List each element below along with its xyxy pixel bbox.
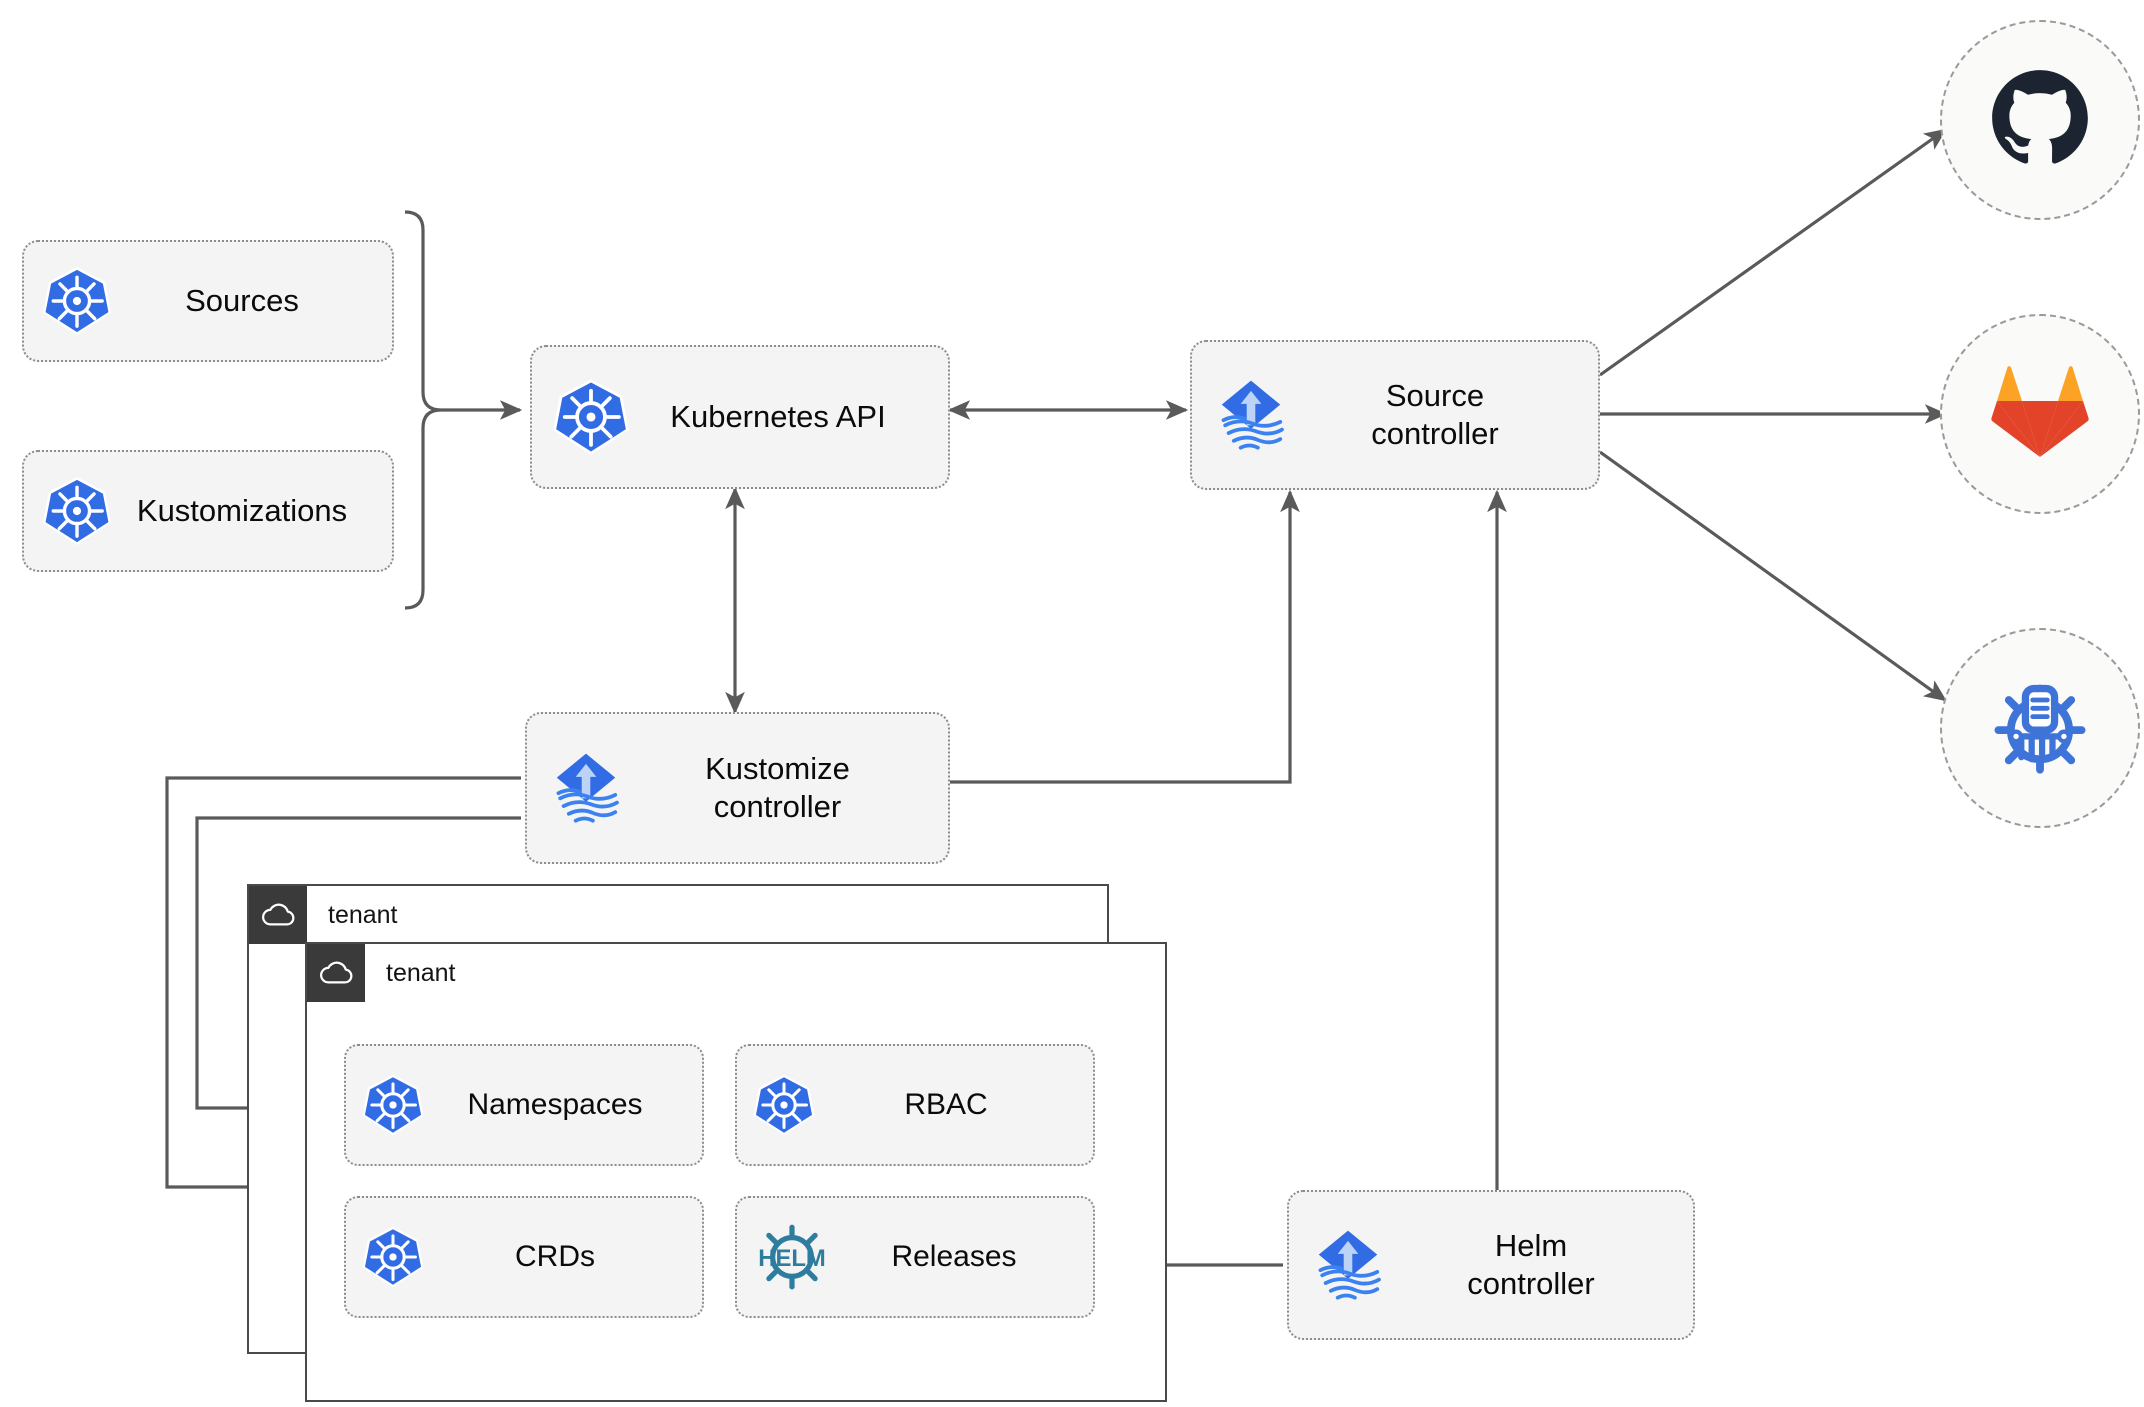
flux-icon <box>543 745 629 831</box>
cloud-icon <box>249 886 307 944</box>
resource-label: Releases <box>891 1240 1017 1273</box>
provider-gitlab[interactable] <box>1940 314 2140 514</box>
svg-text:HELM: HELM <box>758 1245 826 1272</box>
kubernetes-icon <box>550 376 632 458</box>
group-bracket <box>404 210 442 610</box>
resource-label: Namespaces <box>467 1088 643 1121</box>
resource-releases[interactable]: HELM Releases <box>735 1196 1095 1318</box>
node-kustomizations[interactable]: Kustomizations <box>22 450 394 572</box>
resource-label: CRDs <box>515 1240 595 1273</box>
node-helm-controller-label: Helm controller <box>1467 1228 1595 1301</box>
tenant-container-front[interactable]: tenant Namespaces <box>305 942 1167 1402</box>
edge-kustomize-to-tenant-back <box>165 776 521 1197</box>
kubernetes-icon <box>40 264 114 338</box>
tenant-header: tenant <box>307 944 456 1002</box>
edge-kustomize-to-source <box>950 489 1300 784</box>
node-source-controller-label: Source controller <box>1371 378 1499 451</box>
helm-icon: HELM <box>751 1222 833 1292</box>
helm-repository-icon <box>1988 674 2092 783</box>
resource-crds[interactable]: CRDs <box>344 1196 704 1318</box>
gitlab-icon <box>1990 364 2090 465</box>
node-sources[interactable]: Sources <box>22 240 394 362</box>
cloud-icon <box>307 944 365 1002</box>
provider-github[interactable] <box>1940 20 2140 220</box>
node-helm-controller[interactable]: Helm controller <box>1287 1190 1695 1340</box>
github-icon <box>1988 66 2092 175</box>
flux-icon <box>1305 1222 1391 1308</box>
edge-source-to-helm-repo <box>1599 450 1947 702</box>
node-source-controller[interactable]: Source controller <box>1190 340 1600 490</box>
flux-icon <box>1208 372 1294 458</box>
resource-namespaces[interactable]: Namespaces <box>344 1044 704 1166</box>
node-kustomize-controller-label: Kustomize controller <box>705 751 850 824</box>
node-sources-label: Sources <box>185 283 299 319</box>
tenant-label: tenant <box>386 958 456 987</box>
kubernetes-icon <box>360 1072 426 1138</box>
kubernetes-icon <box>40 474 114 548</box>
node-kubernetes-api[interactable]: Kubernetes API <box>530 345 950 489</box>
edge-source-to-github <box>1599 128 1947 377</box>
tenant-header: tenant <box>249 886 398 944</box>
provider-helm-repository[interactable] <box>1940 628 2140 828</box>
node-kubernetes-api-label: Kubernetes API <box>670 399 886 435</box>
resource-rbac[interactable]: RBAC <box>735 1044 1095 1166</box>
node-kustomizations-label: Kustomizations <box>136 493 348 529</box>
resource-label: RBAC <box>904 1088 988 1121</box>
tenant-label: tenant <box>328 900 398 929</box>
kubernetes-icon <box>751 1072 817 1138</box>
kubernetes-icon <box>360 1224 426 1290</box>
node-kustomize-controller[interactable]: Kustomize controller <box>525 712 950 864</box>
